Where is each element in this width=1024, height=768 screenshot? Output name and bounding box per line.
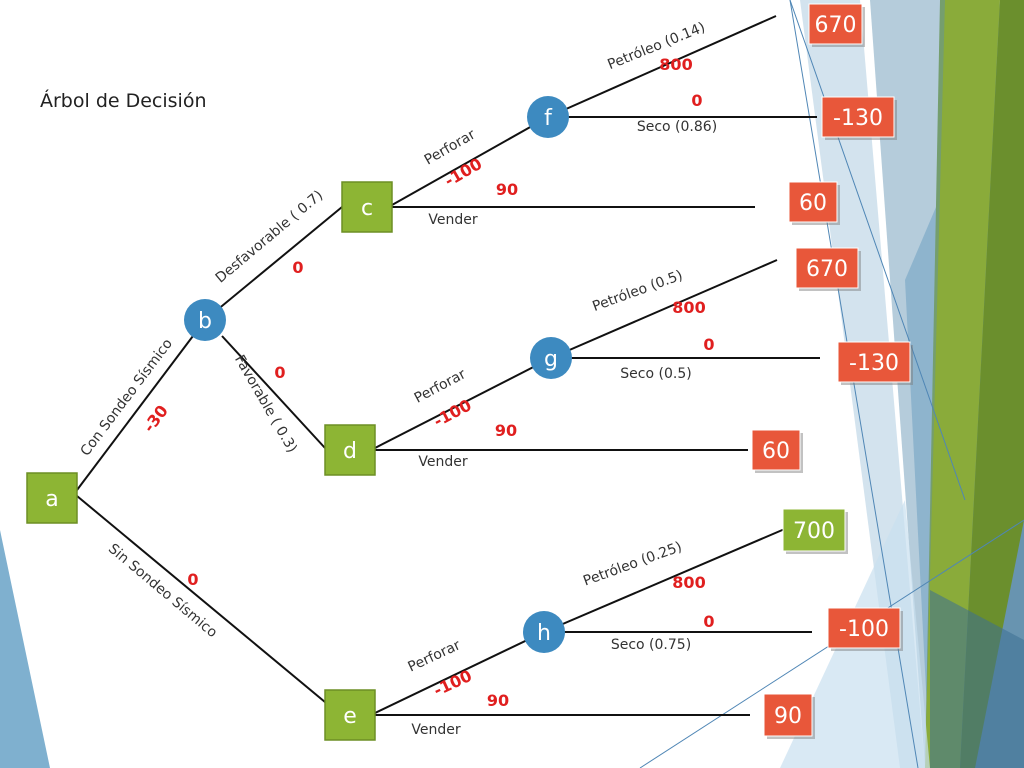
decision-node-e	[324, 689, 376, 741]
branch-value-d-vender: 90	[495, 421, 517, 440]
result-box-e-vender	[763, 693, 813, 737]
node-label-f: f	[544, 106, 553, 131]
decision-node-c	[341, 181, 393, 233]
chance-node-f	[527, 96, 569, 138]
branch-value-b-c: 0	[292, 258, 303, 277]
branch-label-c-vender: Vender	[428, 212, 477, 228]
result-box-c-vender	[788, 181, 838, 223]
branch-value-d-g: -100	[430, 395, 474, 431]
branch-value-c-vender: 90	[496, 180, 518, 199]
branch-value-e-vender: 90	[487, 691, 509, 710]
branch-value-b-d: 0	[274, 363, 285, 382]
branch-value-g-petroleo: 800	[672, 298, 705, 317]
result-value-g-seco: -130	[849, 351, 899, 376]
node-label-b: b	[198, 309, 212, 334]
diagram-title: Árbol de Decisión	[40, 90, 207, 112]
result-value-e-vender: 90	[774, 704, 802, 729]
branch-label-b-c: Desfavorable ( 0.7)	[213, 187, 327, 286]
node-label-e: e	[343, 704, 357, 729]
result-box-g-petroleo	[795, 247, 859, 289]
result-box-d-vender	[751, 429, 801, 471]
branch-value-f-petroleo: 800	[659, 55, 692, 74]
result-value-f-seco: -130	[833, 106, 883, 131]
branch-line-d-g	[374, 357, 552, 449]
branch-line-b-c	[204, 206, 343, 321]
chance-node-h	[523, 611, 565, 653]
branch-line-h-petroleo	[543, 527, 788, 633]
result-box-g-seco	[837, 341, 911, 383]
branch-value-g-seco: 0	[703, 335, 714, 354]
branch-label-e-h: Perforar	[406, 637, 464, 675]
branch-line-b-d	[221, 335, 326, 449]
branch-value-h-petroleo: 800	[672, 573, 705, 592]
result-value-h-seco: -100	[839, 617, 889, 642]
result-value-d-vender: 60	[762, 439, 790, 464]
branch-value-a-b: -30	[139, 401, 172, 436]
node-label-g: g	[544, 347, 558, 372]
branch-label-g-seco: Seco (0.5)	[620, 366, 691, 382]
branch-line-e-h	[374, 631, 545, 714]
branch-label-g-petroleo: Petróleo (0.5)	[590, 268, 685, 315]
branch-value-h-seco: 0	[703, 612, 714, 631]
chance-node-g	[530, 337, 572, 379]
node-label-c: c	[361, 196, 373, 221]
result-value-c-vender: 60	[799, 191, 827, 216]
branch-value-f-seco: 0	[691, 91, 702, 110]
branch-line-c-f	[391, 116, 549, 206]
node-label-d: d	[343, 439, 357, 464]
node-label-h: h	[537, 621, 551, 646]
result-value-g-petroleo: 670	[806, 257, 848, 282]
branch-label-e-vender: Vender	[411, 722, 460, 738]
branch-value-e-h: -100	[431, 666, 475, 700]
branch-value-a-e: 0	[187, 570, 198, 589]
node-label-a: a	[45, 487, 58, 512]
chance-node-b	[184, 299, 226, 341]
result-box-f-petroleo	[808, 3, 863, 45]
branch-label-h-seco: Seco (0.75)	[611, 637, 691, 653]
branch-label-d-vender: Vender	[418, 454, 467, 470]
branch-label-f-seco: Seco (0.86)	[637, 119, 717, 135]
tree-edges	[76, 15, 820, 716]
branch-line-a-b	[76, 319, 206, 491]
branch-line-g-petroleo	[550, 259, 778, 359]
branch-value-c-f: -100	[441, 154, 485, 190]
branch-label-b-d: Favorable ( 0.3)	[231, 352, 300, 455]
result-box-f-seco	[821, 96, 895, 138]
result-box-h-seco	[827, 607, 901, 649]
result-boxes: 670 -130 60 670 -130 60 700 -100 90	[751, 3, 913, 739]
decision-node-a	[26, 472, 78, 524]
result-value-h-petroleo: 700	[793, 519, 835, 544]
branch-label-h-petroleo: Petróleo (0.25)	[581, 539, 684, 589]
branch-line-a-e	[76, 495, 338, 713]
branch-label-a-e: Sin Sondeo Sísmico	[105, 541, 220, 641]
decision-node-d	[324, 424, 376, 476]
result-box-h-petroleo	[782, 508, 846, 552]
tree-nodes: a b c d e f g h	[26, 96, 572, 741]
branch-line-f-petroleo	[547, 15, 777, 118]
result-value-f-petroleo: 670	[815, 13, 857, 38]
branch-label-a-b: Con Sondeo Sísmico	[78, 336, 176, 459]
